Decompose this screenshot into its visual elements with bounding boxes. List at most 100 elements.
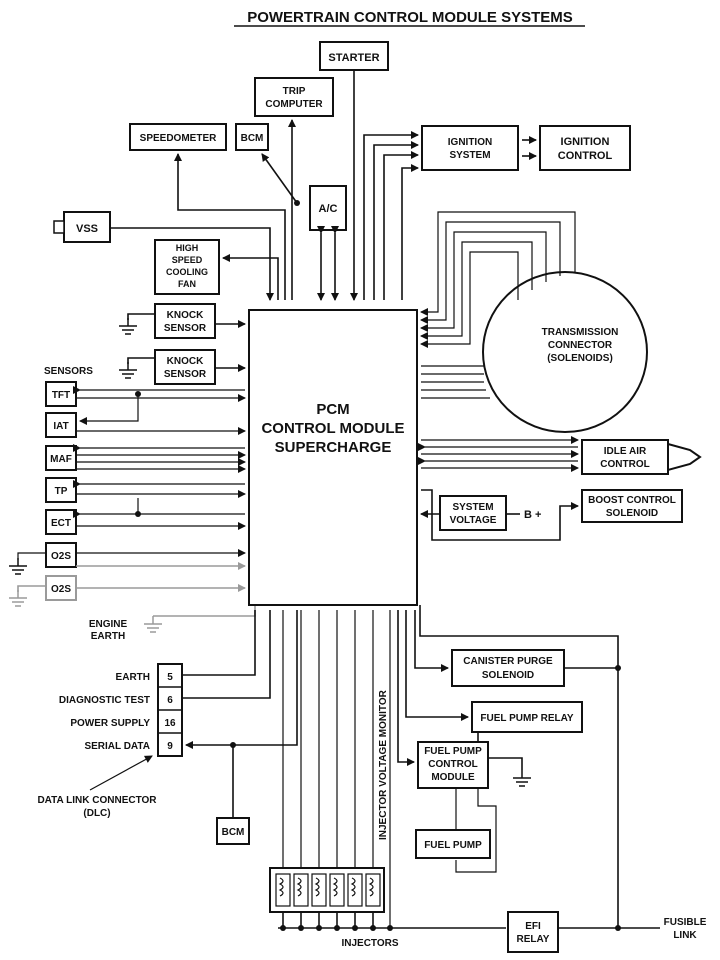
sensors-heading: SENSORS [44,366,93,377]
sensor-tp: TP [45,477,77,503]
idle-air-control: IDLE AIR CONTROL [581,439,702,475]
fuel-pump-box: FUEL PUMP [415,829,491,859]
efi-relay-label-1: EFI [525,921,541,932]
b-plus-label: B + [524,509,541,521]
dlc-pin-6-num: 6 [167,695,173,706]
injectors-pack [269,867,385,913]
transmission-label-1: TRANSMISSION [542,327,619,338]
bcm-bottom-label: BCM [222,827,245,838]
sensor-o2s-2: O2S [17,562,246,601]
sensor-iat-label: IAT [53,421,68,432]
speedometer-box: SPEEDOMETER [129,123,227,151]
ac-box: A/C [309,185,347,231]
ignition-system-label-2: SYSTEM [449,150,490,161]
knock-sensor-2: KNOCK SENSOR [154,349,216,385]
diagram-title: POWERTRAIN CONTROL MODULE SYSTEMS [247,9,573,26]
knock-sensor-2-label-2: SENSOR [164,369,207,380]
knock-sensor-1: KNOCK SENSOR [154,303,216,339]
starter-label: STARTER [328,52,379,64]
bcm-top-box: BCM [235,123,269,151]
idle-air-label-2: CONTROL [600,459,649,470]
idle-air-label-1: IDLE AIR [604,446,647,457]
dlc-caption-1: DATA LINK CONNECTOR [37,795,157,806]
dlc-pin-16-num: 16 [164,718,176,729]
sensor-maf-label: MAF [50,454,72,465]
fuel-pump-label: FUEL PUMP [424,840,482,851]
dlc-pin-earth-label: EARTH [116,672,150,683]
pcm-control-module-label: CONTROL MODULE [261,420,404,437]
fuel-pump-control-label-3: MODULE [431,772,475,783]
system-voltage-label-1: SYSTEM [452,502,493,513]
sensor-ect-label: ECT [51,518,71,529]
cooling-fan-box: HIGH SPEED COOLING FAN [154,239,220,295]
trip-computer-box: TRIP COMPUTER [254,77,334,117]
trip-computer-label-1: TRIP [283,86,306,97]
sensor-o2s-2-label: O2S [51,584,71,595]
efi-relay-label-2: RELAY [517,934,550,945]
fusible-link-label-1: FUSIBLE [664,917,707,928]
boost-control-label-2: SOLENOID [606,508,658,519]
cooling-fan-label-4: FAN [178,279,196,289]
cooling-fan-label-1: HIGH [176,243,199,253]
trip-computer-label-2: COMPUTER [265,99,323,110]
fuel-pump-control-label-2: CONTROL [428,759,477,770]
dlc-pin-power-label: POWER SUPPLY [70,718,150,729]
ignition-system-box: IGNITION SYSTEM [421,125,519,171]
bcm-top-label: BCM [241,133,264,144]
canister-purge-label-2: SOLENOID [482,670,534,681]
starter-box: STARTER [319,41,389,71]
fuel-pump-control-box: FUEL PUMP CONTROL MODULE [417,741,489,789]
boost-control-label-1: BOOST CONTROL [588,495,676,506]
system-voltage-label-2: VOLTAGE [450,515,497,526]
pcm-module: PCM CONTROL MODULE SUPERCHARGE [248,309,418,606]
injectors-label: INJECTORS [341,938,398,949]
sensor-o2s-1: O2S [45,542,77,568]
sensor-tft-label: TFT [52,390,70,401]
speedometer-label: SPEEDOMETER [140,133,217,144]
engine-earth-label-2: EARTH [91,631,125,642]
vss-box: VSS [53,211,111,243]
fusible-link-label-2: LINK [673,930,697,941]
knock-sensor-1-label-1: KNOCK [167,310,204,321]
sensor-tp-label: TP [55,486,68,497]
dlc-pin-diagnostic-label: DIAGNOSTIC TEST [59,695,150,706]
knock-sensor-1-label-2: SENSOR [164,323,207,334]
fuel-pump-relay-box: FUEL PUMP RELAY [471,701,583,733]
ac-label: A/C [319,203,338,215]
system-voltage-box: SYSTEM VOLTAGE [439,495,507,531]
dlc-pin-serial-label: SERIAL DATA [84,741,150,752]
pcm-label: PCM [316,401,349,418]
dlc-pin-5-num: 5 [167,672,173,683]
cooling-fan-label-3: COOLING [166,267,208,277]
injector-voltage-monitor-label: INJECTOR VOLTAGE MONITOR [378,689,389,840]
engine-earth-label-1: ENGINE [89,619,128,630]
pcm-supercharge-label: SUPERCHARGE [275,439,392,456]
canister-purge-label-1: CANISTER PURGE [463,656,553,667]
ignition-control-box: IGNITION CONTROL [539,125,631,171]
ignition-system-label-1: IGNITION [448,137,492,148]
sensor-maf: MAF [45,445,77,471]
vss-label: VSS [76,223,98,235]
sensor-tft: TFT [45,381,77,407]
engine-earth: ENGINE EARTH [89,606,256,642]
transmission-label-2: CONNECTOR [548,340,613,351]
cooling-fan-label-2: SPEED [172,255,203,265]
ignition-control-label-2: CONTROL [558,150,613,162]
fuel-pump-control-label-1: FUEL PUMP [424,746,482,757]
dlc-pin-9-num: 9 [167,741,173,752]
transmission-label-3: (SOLENOIDS) [547,353,613,364]
boost-control-box: BOOST CONTROL SOLENOID [581,489,683,523]
canister-purge-box: CANISTER PURGE SOLENOID [451,649,565,687]
dlc-caption-2: (DLC) [83,808,110,819]
efi-relay-box: EFI RELAY [507,911,559,953]
knock-sensor-2-label-1: KNOCK [167,356,204,367]
sensor-iat: IAT [45,412,77,438]
bcm-bottom-box: BCM [216,817,250,845]
fuel-pump-relay-label: FUEL PUMP RELAY [480,713,573,724]
dlc-connector: 5 6 16 9 [157,663,183,757]
sensor-ect: ECT [45,509,77,535]
sensor-o2s-1-label: O2S [51,551,71,562]
transmission-connector: TRANSMISSION CONNECTOR (SOLENOIDS) [482,271,648,433]
ignition-control-label-1: IGNITION [561,136,610,148]
